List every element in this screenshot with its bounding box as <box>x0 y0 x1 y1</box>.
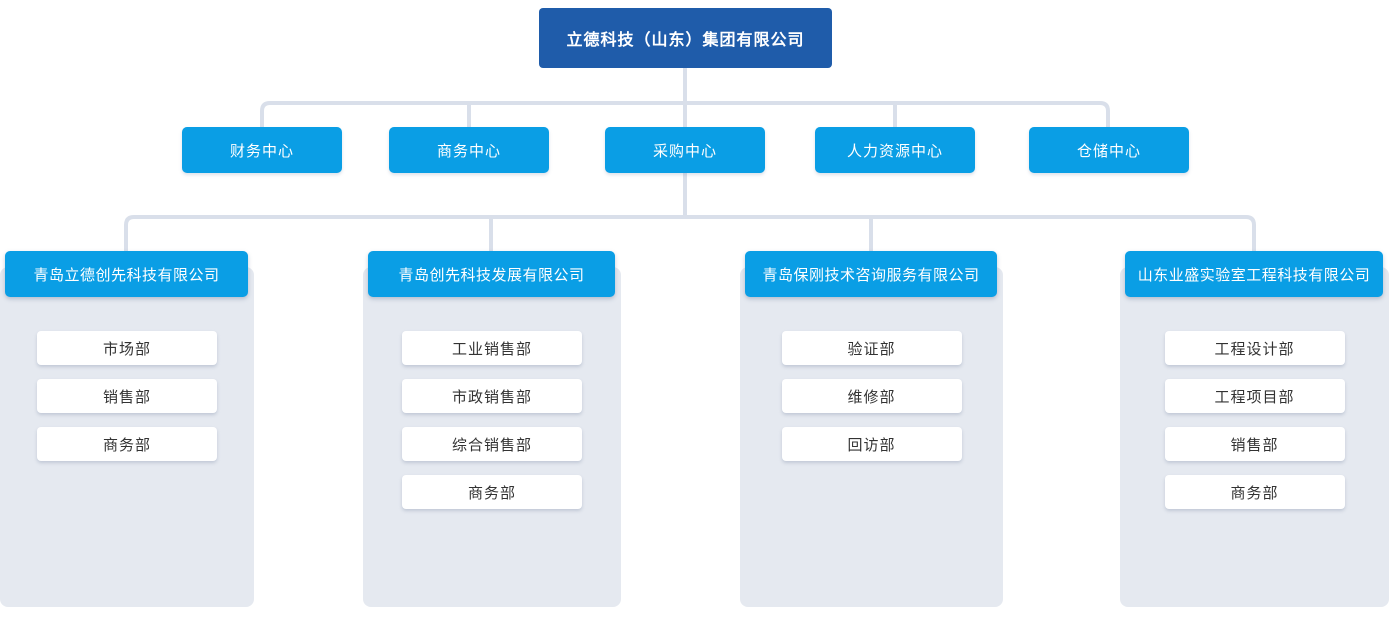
department-label: 商务部 <box>102 436 151 454</box>
node-department[interactable]: 商务部 <box>402 475 582 509</box>
node-department[interactable]: 商务部 <box>37 427 217 461</box>
department-label: 销售部 <box>1230 436 1279 454</box>
node-department[interactable]: 市政销售部 <box>402 379 582 413</box>
hr-center-label: 人力资源中心 <box>846 142 943 160</box>
finance-center-label: 财务中心 <box>229 142 294 160</box>
node-department[interactable]: 商务部 <box>1164 475 1345 509</box>
node-procurement-center[interactable]: 采购中心 <box>605 127 765 173</box>
node-department[interactable]: 工业销售部 <box>402 331 582 365</box>
node-group-company[interactable]: 立德科技（山东）集团有限公司 <box>539 8 832 68</box>
node-department[interactable]: 综合销售部 <box>402 427 582 461</box>
department-label: 工程设计部 <box>1214 340 1295 358</box>
department-label: 市政销售部 <box>451 388 532 406</box>
department-label: 商务部 <box>1230 484 1279 502</box>
node-subsidiary-company[interactable]: 青岛保刚技术咨询服务有限公司 <box>745 251 997 297</box>
connector-level3-rail <box>124 215 1256 251</box>
node-business-center[interactable]: 商务中心 <box>389 127 549 173</box>
department-label: 工业销售部 <box>451 340 532 358</box>
subsidiary-panel: 青岛保刚技术咨询服务有限公司 验证部 维修部 回访部 <box>740 251 1003 607</box>
subsidiary-company-label: 青岛保刚技术咨询服务有限公司 <box>762 266 980 284</box>
department-label: 工程项目部 <box>1214 388 1295 406</box>
node-department[interactable]: 回访部 <box>781 427 962 461</box>
department-label: 维修部 <box>847 388 896 406</box>
subsidiary-panel: 山东业盛实验室工程科技有限公司 工程设计部 工程项目部 销售部 商务部 <box>1120 251 1389 607</box>
department-list: 市场部 销售部 商务部 <box>0 331 254 461</box>
node-department[interactable]: 工程设计部 <box>1164 331 1345 365</box>
subsidiary-company-label: 山东业盛实验室工程科技有限公司 <box>1137 266 1371 284</box>
business-center-label: 商务中心 <box>436 142 501 160</box>
department-list: 工程设计部 工程项目部 销售部 商务部 <box>1120 331 1389 509</box>
node-hr-center[interactable]: 人力资源中心 <box>815 127 975 173</box>
node-department[interactable]: 销售部 <box>1164 427 1345 461</box>
department-label: 商务部 <box>467 484 516 502</box>
node-department[interactable]: 市场部 <box>37 331 217 365</box>
group-company-label: 立德科技（山东）集团有限公司 <box>566 32 805 49</box>
warehouse-center-label: 仓储中心 <box>1076 142 1141 160</box>
department-label: 综合销售部 <box>451 436 532 454</box>
node-subsidiary-company[interactable]: 山东业盛实验室工程科技有限公司 <box>1125 251 1383 297</box>
subsidiary-company-label: 青岛立德创先科技有限公司 <box>33 266 220 284</box>
node-warehouse-center[interactable]: 仓储中心 <box>1029 127 1189 173</box>
department-label: 销售部 <box>102 388 151 406</box>
node-department[interactable]: 工程项目部 <box>1164 379 1345 413</box>
department-label: 验证部 <box>847 340 896 358</box>
subsidiary-company-label: 青岛创先科技发展有限公司 <box>398 266 585 284</box>
connector-level2-rail <box>260 101 1110 127</box>
node-subsidiary-company[interactable]: 青岛创先科技发展有限公司 <box>368 251 615 297</box>
department-label: 市场部 <box>102 340 151 358</box>
node-subsidiary-company[interactable]: 青岛立德创先科技有限公司 <box>5 251 248 297</box>
node-department[interactable]: 验证部 <box>781 331 962 365</box>
department-list: 工业销售部 市政销售部 综合销售部 商务部 <box>363 331 621 509</box>
subsidiary-panel: 青岛创先科技发展有限公司 工业销售部 市政销售部 综合销售部 商务部 <box>363 251 621 607</box>
node-department[interactable]: 维修部 <box>781 379 962 413</box>
node-finance-center[interactable]: 财务中心 <box>182 127 342 173</box>
subsidiary-panel: 青岛立德创先科技有限公司 市场部 销售部 商务部 <box>0 251 254 607</box>
department-label: 回访部 <box>847 436 896 454</box>
procurement-center-label: 采购中心 <box>652 142 717 160</box>
node-department[interactable]: 销售部 <box>37 379 217 413</box>
department-list: 验证部 维修部 回访部 <box>740 331 1003 461</box>
